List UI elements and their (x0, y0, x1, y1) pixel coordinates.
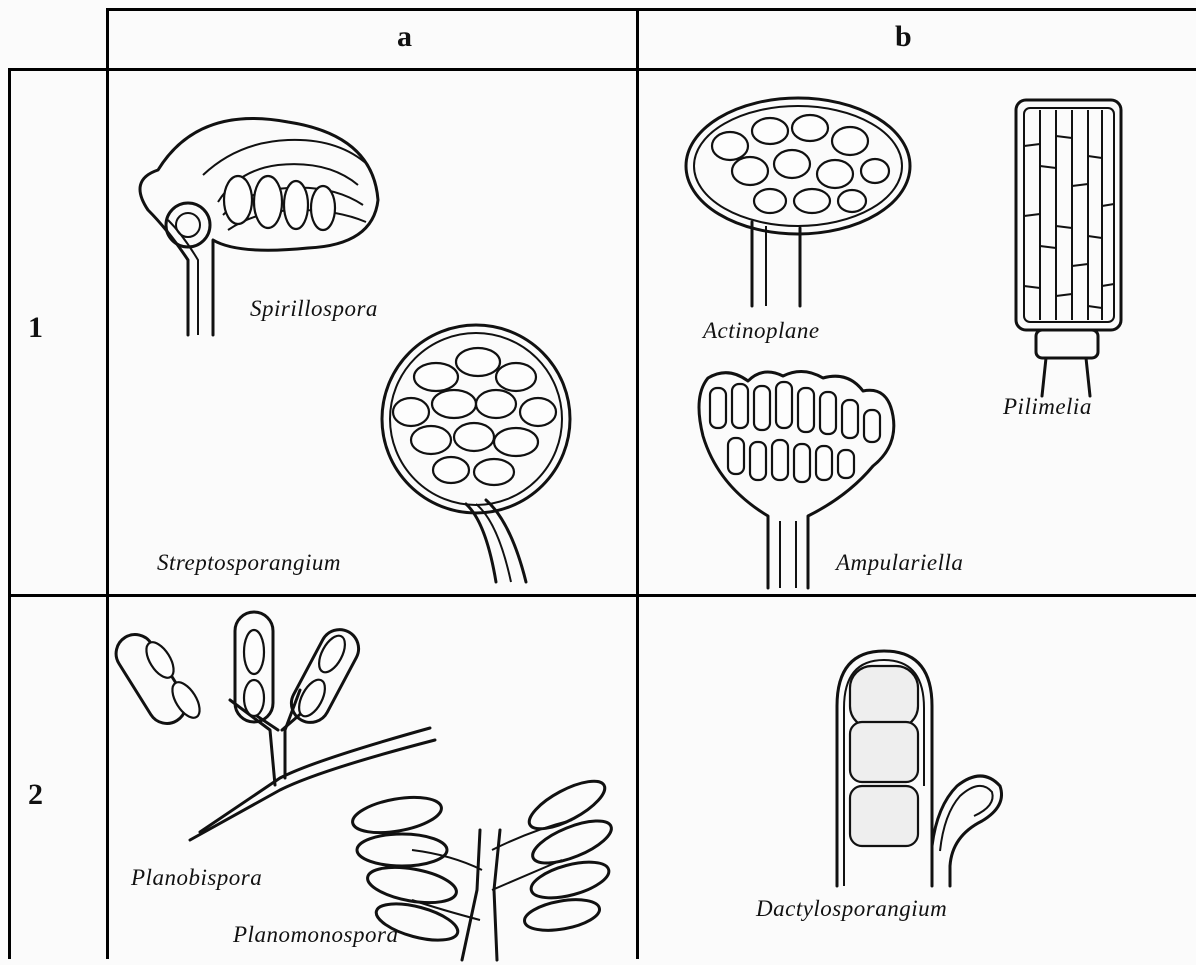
column-divider (636, 8, 639, 959)
label-dactylosporangium: Dactylosporangium (756, 896, 947, 922)
label-planobispora: Planobispora (131, 865, 262, 891)
row-divider (8, 594, 1196, 597)
label-actinoplane: Actinoplane (703, 318, 820, 344)
dactylosporangium-drawing (832, 646, 1012, 891)
label-spirillospora: Spirillospora (250, 296, 378, 322)
actinoplane-drawing (680, 96, 920, 316)
row-header-2: 2 (28, 778, 43, 812)
label-planomonospora: Planomonospora (233, 922, 398, 948)
row-label-divider (106, 8, 109, 959)
pilimelia-drawing (1006, 96, 1136, 401)
row-header-1: 1 (28, 311, 43, 345)
table-border-left (8, 68, 11, 959)
label-streptosporangium: Streptosporangium (157, 550, 341, 576)
streptosporangium-drawing (366, 322, 596, 592)
column-header-b: b (895, 20, 912, 54)
label-ampulariella: Ampulariella (836, 550, 963, 576)
column-header-a: a (397, 20, 412, 54)
table-border-top (106, 8, 1196, 11)
label-pilimelia: Pilimelia (1003, 394, 1092, 420)
header-divider (8, 68, 1196, 71)
